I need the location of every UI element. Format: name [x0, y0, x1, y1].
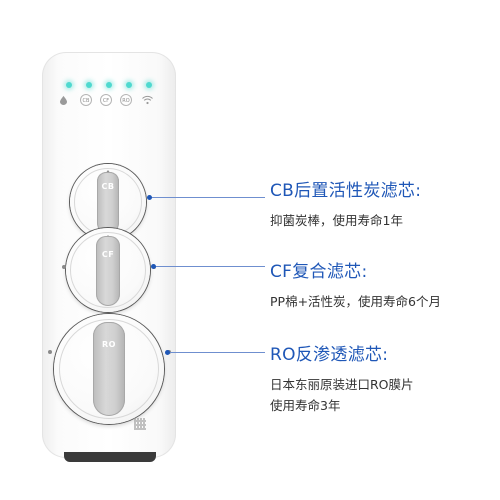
knob-handle[interactable]: CF [96, 236, 120, 306]
status-light [146, 82, 152, 88]
qr-code [134, 418, 146, 430]
knob-dot [48, 350, 52, 354]
ro-filter-knob[interactable]: RO [54, 314, 164, 424]
wifi-icon [142, 95, 153, 105]
cb-filter-knob[interactable]: CB [70, 164, 146, 240]
knob-ring [59, 319, 159, 419]
knob-handle[interactable]: RO [93, 322, 125, 416]
leader-line [154, 266, 265, 267]
knob-ring [70, 232, 146, 308]
cf-filter-description: CF复合滤芯: PP棉+活性炭，使用寿命6个月 [270, 257, 441, 312]
knob-label: CB [101, 182, 115, 191]
water-drop-icon [60, 96, 67, 105]
status-lights [66, 82, 154, 90]
knob-label: CF [101, 250, 115, 259]
status-light [126, 82, 132, 88]
filter-detail-line: 抑菌炭棒，使用寿命1年 [270, 213, 403, 228]
purifier-base [64, 452, 156, 462]
knob-handle[interactable]: CB [97, 172, 119, 234]
filter-detail: 抑菌炭棒，使用寿命1年 [270, 210, 421, 231]
cb-filter-indicator: CB [80, 94, 92, 106]
filter-title: CF复合滤芯: [270, 262, 368, 282]
filter-title: RO反渗透滤芯: [270, 345, 389, 365]
cf-filter-knob[interactable]: CF [66, 228, 150, 312]
knob-dot [62, 265, 66, 269]
status-light [86, 82, 92, 88]
filter-detail-line: 日本东丽原装进口RO膜片 [270, 377, 414, 392]
leader-line [150, 197, 265, 198]
leader-dot [165, 350, 170, 355]
filter-detail-line: PP棉+活性炭，使用寿命6个月 [270, 294, 442, 309]
status-light [66, 82, 72, 88]
cb-filter-description: CB后置活性炭滤芯: 抑菌炭棒，使用寿命1年 [270, 176, 421, 231]
filter-title: CB后置活性炭滤芯: [270, 181, 422, 201]
filter-detail-line: 使用寿命3年 [270, 398, 341, 413]
leader-line [168, 352, 265, 353]
cf-filter-indicator: CF [100, 94, 112, 106]
ro-filter-indicator: RO [120, 94, 132, 106]
knob-label: RO [102, 340, 116, 349]
filter-detail: PP棉+活性炭，使用寿命6个月 [270, 291, 441, 312]
status-light [106, 82, 112, 88]
filter-detail: 日本东丽原装进口RO膜片 使用寿命3年 [270, 374, 414, 416]
ro-filter-description: RO反渗透滤芯: 日本东丽原装进口RO膜片 使用寿命3年 [270, 340, 414, 416]
leader-dot [151, 264, 156, 269]
leader-dot [147, 195, 152, 200]
indicator-row: CB CF RO [58, 94, 158, 108]
